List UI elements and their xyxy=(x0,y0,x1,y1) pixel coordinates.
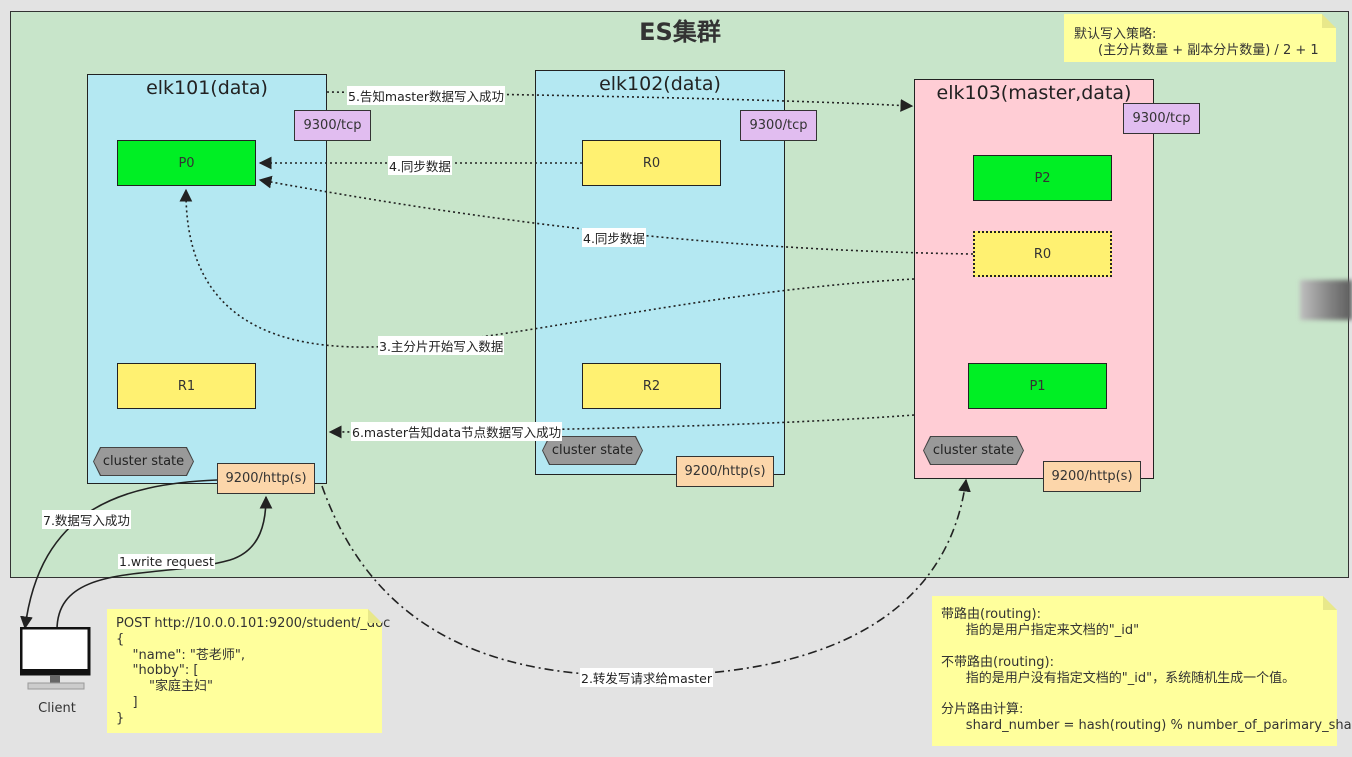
step-5-label: 5.告知master数据写入成功 xyxy=(347,86,506,105)
cluster-state-elk101: cluster state xyxy=(94,448,193,475)
routing-line xyxy=(941,687,1337,703)
node-title: elk103(master,data) xyxy=(936,82,1132,104)
routing-note: 带路由(routing): 指的是用户指定来文档的"_id" 不带路由(rout… xyxy=(932,596,1352,746)
tcp-port-elk103: 9300/tcp xyxy=(1123,103,1200,134)
step-1-label: 1.write request xyxy=(118,554,215,569)
http-port-elk103: 9200/http(s) xyxy=(1043,461,1141,492)
request-note: POST http://10.0.0.101:9200/student/_doc… xyxy=(107,609,391,733)
routing-line: 指的是用户没有指定文档的"_id"，系统随机生成一个值。 xyxy=(941,670,1296,686)
shard-r1: R1 xyxy=(117,363,256,409)
node-title: elk101(data) xyxy=(146,77,268,99)
routing-line: 不带路由(routing): xyxy=(941,654,1054,670)
request-line: "hobby": [ xyxy=(116,663,199,679)
node-elk103: elk103(master,data) xyxy=(914,79,1154,479)
request-line: } xyxy=(116,710,125,726)
http-port-elk102: 9200/http(s) xyxy=(676,456,774,487)
node-title: elk102(data) xyxy=(599,73,721,95)
shard-p0: P0 xyxy=(117,140,256,186)
blurred-overlay xyxy=(1300,280,1352,320)
routing-line: 带路由(routing): xyxy=(941,607,1041,622)
write-policy-note: 默认写入策略: (主分片数量 + 副本分片数量) / 2 + 1 xyxy=(1064,14,1336,62)
tcp-port-elk102: 9300/tcp xyxy=(740,110,817,141)
step-4a-label: 4.同步数据 xyxy=(388,156,452,175)
shard-p1: P1 xyxy=(968,363,1107,409)
cluster-title: ES集群 xyxy=(639,18,721,46)
cluster-state-elk103: cluster state xyxy=(924,437,1023,464)
client-monitor-icon xyxy=(19,626,92,693)
policy-line-2: (主分片数量 + 副本分片数量) / 2 + 1 xyxy=(1098,43,1319,58)
client-label: Client xyxy=(38,701,76,716)
tcp-port-elk101: 9300/tcp xyxy=(294,110,371,141)
routing-line: 分片路由计算: xyxy=(941,702,1024,718)
http-port-elk101: 9200/http(s) xyxy=(217,463,315,494)
shard-r2: R2 xyxy=(582,363,721,409)
arrow-step-3 xyxy=(179,188,915,348)
step-2-label: 2.转发写请求给master xyxy=(580,668,714,687)
shard-r0-elk102: R0 xyxy=(582,140,721,186)
routing-line xyxy=(941,639,1337,655)
routing-line: shard_number = hash(routing) % number_of… xyxy=(941,718,1352,734)
cluster-state-elk102: cluster state xyxy=(543,437,642,464)
step-7-label: 7.数据写入成功 xyxy=(42,510,131,529)
policy-line-1: 默认写入策略: xyxy=(1074,27,1157,42)
shard-r0-elk103: R0 xyxy=(973,231,1112,277)
step-3-label: 3.主分片开始写入数据 xyxy=(378,336,505,355)
arrow-step-6 xyxy=(328,414,915,439)
shard-p2: P2 xyxy=(973,155,1112,201)
step-6-label: 6.master告知data节点数据写入成功 xyxy=(351,422,563,441)
request-line: ] xyxy=(116,694,138,710)
request-line: { xyxy=(116,631,125,647)
request-line: "name": "苍老师", xyxy=(116,647,245,663)
request-line: "家庭主妇" xyxy=(116,679,214,695)
request-line: POST http://10.0.0.101:9200/student/_doc xyxy=(116,616,391,631)
routing-line: 指的是用户指定来文档的"_id" xyxy=(941,622,1140,638)
arrow-step-2 xyxy=(321,478,971,677)
step-4b-label: 4.同步数据 xyxy=(582,228,646,247)
